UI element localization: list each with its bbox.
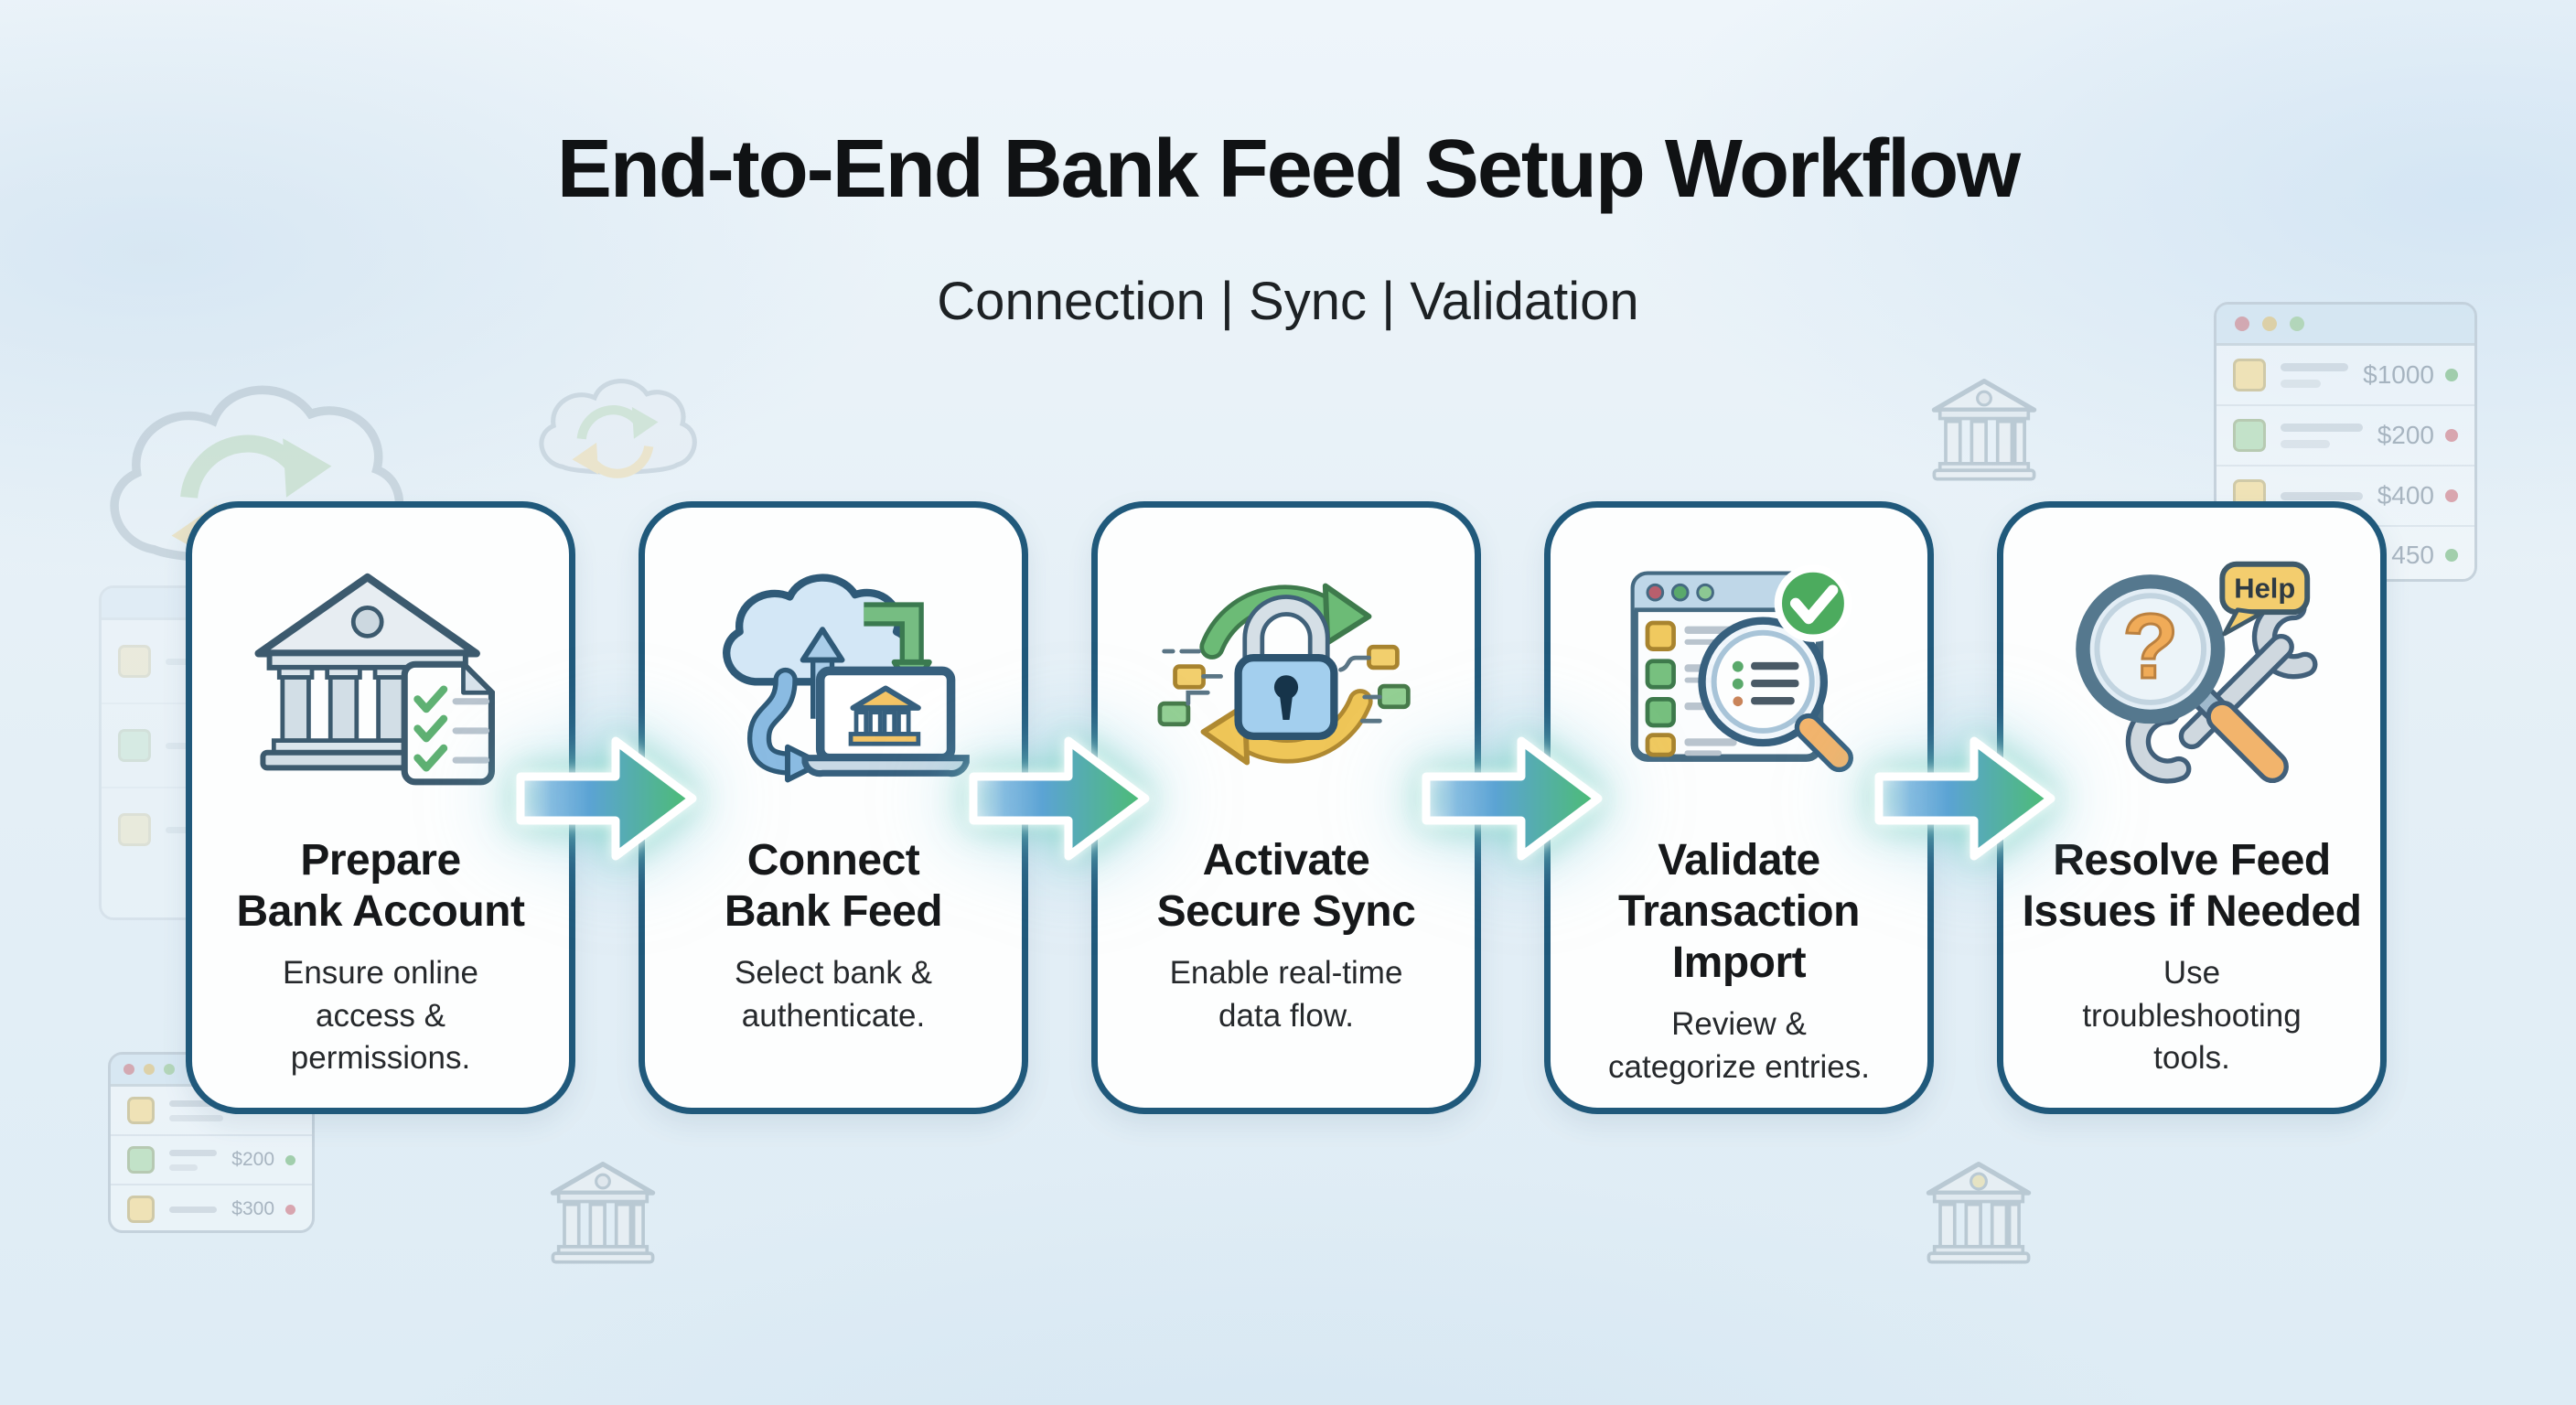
status-dot-icon xyxy=(285,1204,295,1215)
status-dot-icon xyxy=(2445,549,2458,562)
category-square-icon xyxy=(127,1196,155,1223)
flow-arrow-icon-4 xyxy=(1874,736,2055,861)
flow-arrow-icon-3 xyxy=(1422,736,1603,861)
step-description: Ensure online access & permissions. xyxy=(282,955,479,1076)
step-description: Use troubleshooting tools. xyxy=(2082,955,2302,1076)
status-dot-icon xyxy=(2445,369,2458,381)
transaction-amount: $200 xyxy=(231,1149,274,1170)
step-card-connect-bank-feed: Connect Bank Feed Select bank & authenti… xyxy=(639,501,1028,1114)
bank-checklist-icon xyxy=(254,573,495,786)
row-lines xyxy=(2281,491,2363,500)
step-title: Connect Bank Feed xyxy=(724,836,943,937)
step-title: Activate Secure Sync xyxy=(1156,836,1416,937)
step-icon-box: ? Help xyxy=(2050,537,2334,811)
category-square-icon xyxy=(127,1146,155,1174)
transaction-row: $1000 xyxy=(2216,346,2474,406)
window-dot-red-icon xyxy=(123,1064,134,1075)
bank-decor-icon-top xyxy=(1931,378,2037,481)
flow-arrow-icon-1 xyxy=(516,736,697,861)
status-dot-icon xyxy=(285,1154,295,1165)
status-dot-icon xyxy=(2445,429,2458,442)
row-lines xyxy=(2281,362,2349,388)
cloud-sync-decor-icon-small xyxy=(539,379,697,478)
row-lines xyxy=(169,1149,218,1171)
transaction-row: $200 xyxy=(2216,406,2474,467)
troubleshooting-tools-icon: ? Help xyxy=(2076,561,2318,784)
window-dot-green-icon xyxy=(2290,316,2304,331)
page-title: End-to-End Bank Feed Setup Workflow xyxy=(556,123,2021,215)
window-dot-green-icon xyxy=(164,1064,175,1075)
bank-decor-icon-bottom-left xyxy=(550,1161,656,1264)
step-icon-box xyxy=(1144,537,1428,811)
category-square-icon xyxy=(2233,419,2266,452)
step-icon-box xyxy=(239,537,522,811)
window-dot-yellow-icon xyxy=(2262,316,2277,331)
step-description: Review & categorize entries. xyxy=(1608,1006,1870,1085)
transaction-review-icon xyxy=(1630,564,1853,773)
help-bubble-label: Help xyxy=(2234,573,2295,605)
bank-decor-icon-bottom-right xyxy=(1926,1161,2032,1264)
category-square-icon xyxy=(118,813,151,846)
cloud-laptop-sync-icon xyxy=(723,574,970,783)
transaction-amount: $400 xyxy=(2377,481,2434,509)
category-square-icon xyxy=(118,729,151,762)
question-mark-glyph: ? xyxy=(2122,595,2178,698)
step-icon-box xyxy=(692,537,975,811)
step-card-resolve-feed-issues: ? Help Resolve Feed Issues if Needed Use… xyxy=(1997,501,2387,1114)
step-icon-box xyxy=(1597,537,1881,811)
step-title: Resolve Feed Issues if Needed xyxy=(2022,836,2362,937)
step-card-activate-secure-sync: Activate Secure Sync Enable real-time da… xyxy=(1091,501,1481,1114)
step-description: Select bank & authenticate. xyxy=(735,955,932,1034)
transaction-amount: 450 xyxy=(2391,541,2434,569)
step-description: Enable real-time data flow. xyxy=(1169,955,1403,1034)
status-dot-icon xyxy=(2445,489,2458,502)
window-dot-yellow-icon xyxy=(144,1064,155,1075)
transaction-row: $200 xyxy=(111,1136,312,1185)
transaction-amount: $1000 xyxy=(2363,360,2434,389)
category-square-icon xyxy=(127,1097,155,1124)
window-titlebar xyxy=(2216,305,2474,346)
workflow-steps-row: Prepare Bank Account Ensure online acces… xyxy=(186,501,2387,1114)
category-square-icon xyxy=(2233,359,2266,391)
flow-arrow-icon-2 xyxy=(969,736,1150,861)
step-title: Validate Transaction Import xyxy=(1618,836,1860,988)
transaction-amount: $300 xyxy=(231,1198,274,1219)
category-square-icon xyxy=(118,645,151,678)
transaction-amount: $200 xyxy=(2377,421,2434,449)
window-dot-red-icon xyxy=(2235,316,2249,331)
transaction-row: $300 xyxy=(111,1185,312,1233)
row-lines xyxy=(169,1206,218,1213)
row-lines xyxy=(2281,423,2363,448)
step-title: Prepare Bank Account xyxy=(236,836,525,937)
secure-sync-lock-icon xyxy=(1157,583,1411,766)
page-subtitle: Connection | Sync | Validation xyxy=(937,272,1639,331)
